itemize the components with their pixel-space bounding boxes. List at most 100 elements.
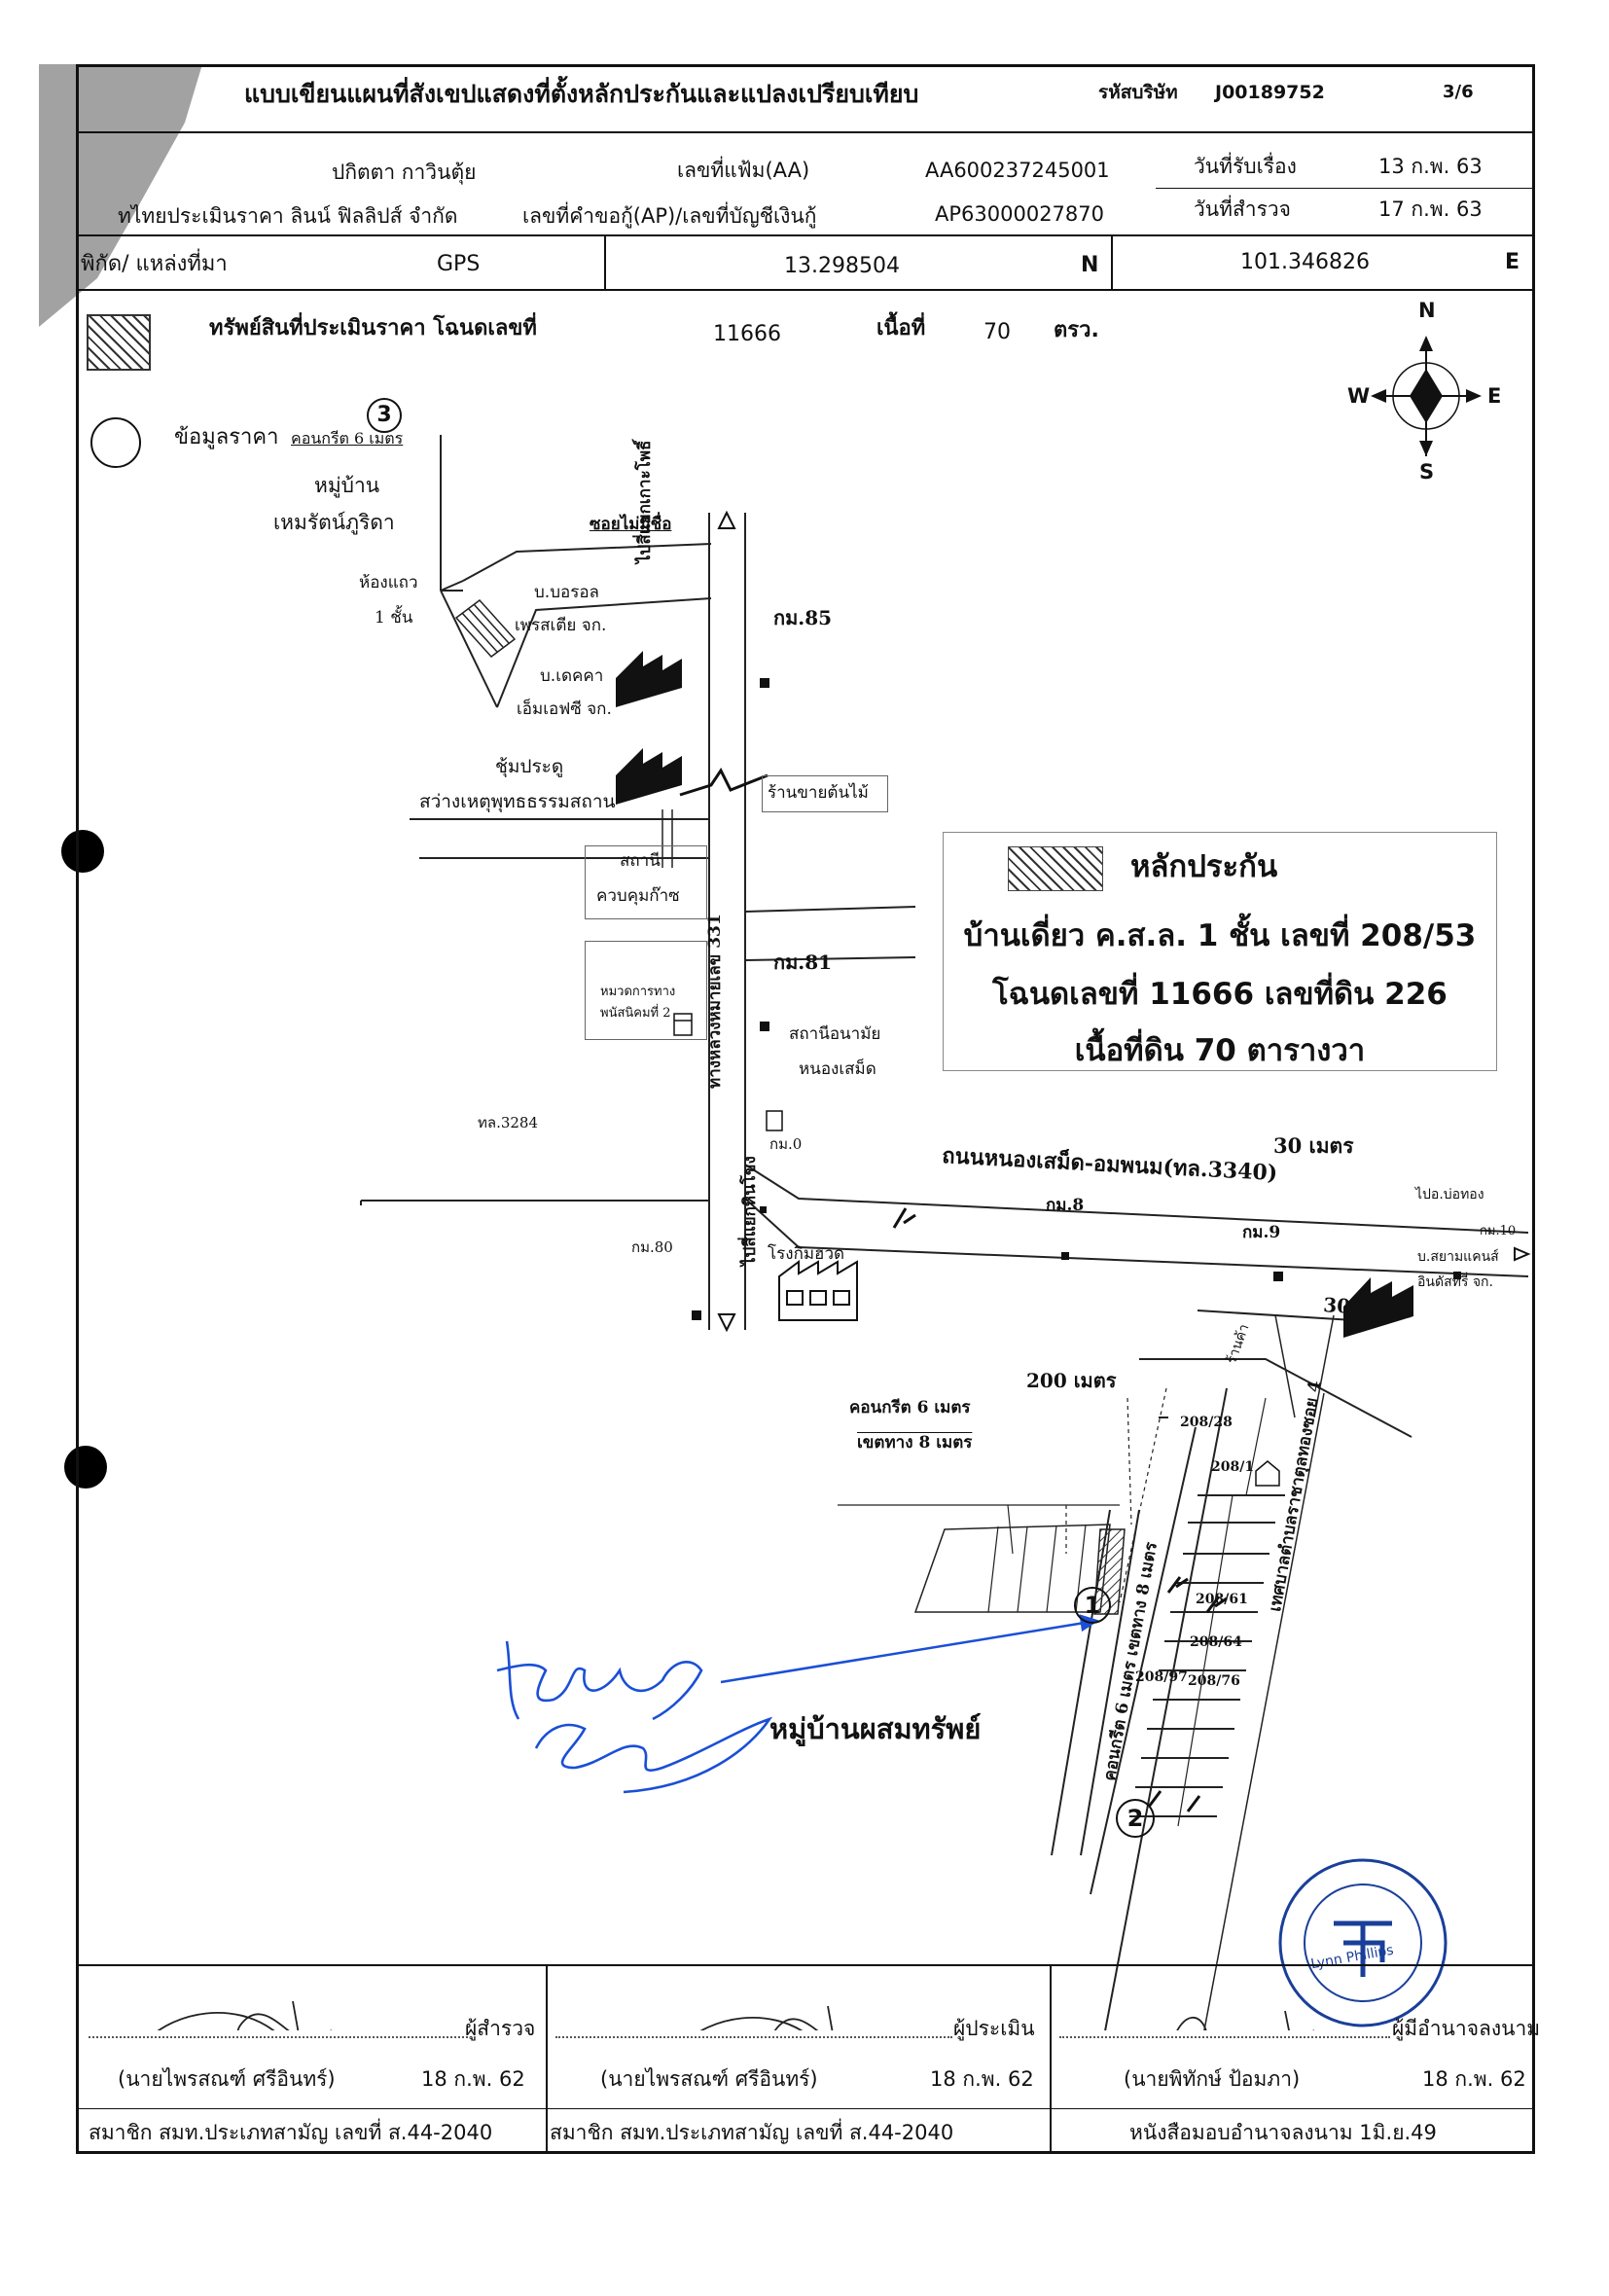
label-row-8m: เขตทาง 8 เมตร <box>857 1433 973 1453</box>
compass-west: W <box>1347 384 1371 408</box>
label-concrete6: คอนกรีต 6 เมตร <box>849 1398 971 1417</box>
compass-east: E <box>1487 384 1502 408</box>
label-sawang-temple: สว่างเหตุพุทธธรรมสถาน <box>419 791 616 812</box>
point-2-marker: 2 <box>1116 1799 1155 1838</box>
longitude: 101.346826 <box>1240 250 1370 274</box>
label-km9: กม.9 <box>1242 1223 1281 1242</box>
loan-no-label: เลขที่คำขอกู้(AP)/เลขที่บัญชีเงินกู้ <box>522 204 817 228</box>
label-kimhuad: โรงกิมฮวด <box>768 1244 845 1264</box>
plant-shop-box <box>762 775 888 812</box>
form-sheet: แบบเขียนแผนที่สังเขปแสดงที่ตั้งหลักประกั… <box>76 64 1540 2154</box>
longitude-dir: E <box>1505 250 1520 274</box>
price-info-label: ข้อมูลราคา <box>174 425 279 449</box>
label-chum-pradu: ชุ้มประดู <box>495 756 564 777</box>
loan-no: AP63000027870 <box>935 202 1104 226</box>
area-value: 70 <box>983 320 1011 344</box>
label-highways-unit-1: หมวดการทาง <box>600 985 676 999</box>
col1-member: สมาชิก สมท.ประเภทสามัญ เลขที่ ส.44-2040 <box>89 2121 493 2144</box>
row-house-icon <box>454 598 517 659</box>
col2-member: สมาชิก สมท.ประเภทสามัญ เลขที่ ส.44-2040 <box>550 2121 954 2144</box>
survey-date: 17 ก.พ. 63 <box>1378 197 1483 221</box>
label-h208-1: 208/1 <box>1211 1459 1255 1475</box>
label-to-hin-khong: ไปสี่แยกหินโขง <box>740 1156 760 1266</box>
label-km10: กม.10 <box>1480 1224 1517 1238</box>
deed-no: 11666 <box>713 322 781 346</box>
survey-label: วันที่สำรวจ <box>1194 197 1291 221</box>
col1-date: 18 ก.พ. 62 <box>421 2067 525 2091</box>
point-3-marker: 3 <box>367 398 402 433</box>
handwritten-signature <box>496 1640 773 1794</box>
label-concrete6-top: คอนกรีต 6 เมตร <box>291 429 404 448</box>
label-borel-1: บ.บอรอล <box>534 583 599 602</box>
collateral-hatch-legend <box>1008 846 1103 891</box>
dotted-line-1 <box>89 2036 468 2038</box>
dotted-line-3 <box>1059 2036 1390 2038</box>
price-info-circle <box>90 417 141 468</box>
signature-arrow <box>720 1614 1099 1684</box>
col3-role: ผู้มีอำนาจลงนาม <box>1392 2017 1541 2040</box>
collateral-line1: บ้านเดี่ยว ค.ส.ล. 1 ชั้น เลขที่ 208/53 <box>963 918 1477 953</box>
label-dekka-2: เอ็มเอฟซี จก. <box>517 700 612 719</box>
col3-date: 18 ก.พ. 62 <box>1422 2067 1526 2091</box>
collateral-box: หลักประกัน บ้านเดี่ยว ค.ส.ล. 1 ชั้น เลขท… <box>943 832 1497 1071</box>
label-to-bothong: ไปอ.บ่อทอง <box>1415 1187 1484 1202</box>
col3-member: หนังสือมอบอำนาจลงนาม 1มิ.ย.49 <box>1129 2121 1437 2144</box>
punch-hole-bottom <box>64 1446 107 1489</box>
col3-name: (นายพิทักษ์ ป้อมภา) <box>1124 2067 1301 2091</box>
label-highways-unit-2: พนัสนิคมที่ 2 <box>600 1006 671 1021</box>
col1-role: ผู้สำรวจ <box>465 2017 536 2040</box>
appraiser-company: ทไทยประเมินราคา ลินน์ ฟิลลิปส์ จำกัด <box>118 204 458 228</box>
col2-role: ผู้ประเมิน <box>953 2017 1035 2040</box>
black-signatures <box>157 2000 1314 2030</box>
collateral-line2: โฉนดเลขที่ 11666 เลขที่ดิน 226 <box>992 977 1448 1012</box>
file-no-label: เลขที่แฟ้ม(AA) <box>677 159 810 182</box>
label-village-phasom: หมู่บ้านผสมทรัพย์ <box>769 1712 982 1745</box>
label-h208-64: 208/64 <box>1190 1634 1242 1650</box>
label-health-1: สถานีอนามัย <box>789 1024 881 1044</box>
sketch-map <box>157 435 1531 2030</box>
asset-hatch-legend <box>87 314 151 371</box>
label-km81: กม.81 <box>773 951 833 974</box>
label-plant-shop: ร้านขายต้นไม้ <box>768 783 869 803</box>
label-row-house-1: ห้องแถว <box>359 573 418 592</box>
point-1-label: 1 <box>1084 1592 1101 1619</box>
form-title: แบบเขียนแผนที่สังเขปแสดงที่ตั้งหลักประกั… <box>244 80 919 108</box>
area-label: เนื้อที่ <box>876 316 926 341</box>
punch-hole-top <box>61 830 104 873</box>
road-break-symbols <box>679 768 1228 1812</box>
received-label: วันที่รับเรื่อง <box>1194 155 1297 178</box>
compass-icon <box>1371 336 1482 456</box>
col2-name: (นายไพรสณฑ์ ศรีอินทร์) <box>600 2067 818 2091</box>
collateral-title: หลักประกัน <box>1130 849 1278 884</box>
dotted-line-2 <box>555 2036 952 2038</box>
direction-arrows <box>717 510 1531 1333</box>
point-2-label: 2 <box>1126 1805 1144 1832</box>
kimhuad-factory-icon <box>778 1260 858 1321</box>
km-marker-icons <box>692 678 1461 1320</box>
page-number: 3/6 <box>1443 82 1474 102</box>
coords-label: พิกัด/ แหล่งที่มา <box>81 252 228 276</box>
label-dekka-1: บ.เดคคา <box>540 666 604 686</box>
label-km85: กม.85 <box>773 606 833 629</box>
label-siam-1: บ.สยามแคนส์ <box>1417 1249 1499 1265</box>
point-1-marker: 1 <box>1074 1587 1111 1624</box>
label-borel-2: เพรสเตีย จก. <box>515 616 607 635</box>
label-km80: กม.80 <box>631 1238 673 1256</box>
label-no-name-soi: ซอยไม่มีชื่อ <box>590 515 672 534</box>
company-stamp <box>1278 1858 1448 2027</box>
label-tl3284: ทล.3284 <box>478 1114 539 1131</box>
compass-north: N <box>1418 299 1436 322</box>
police-box <box>585 845 707 919</box>
received-date: 13 ก.พ. 63 <box>1378 155 1483 178</box>
label-highway-331: ทางหลวงหมายเลข 331 <box>705 914 725 1089</box>
label-to-koh-pho: ไปสี่แยกเกาะโพธิ์ <box>635 440 655 563</box>
label-h208-76: 208/76 <box>1188 1673 1240 1689</box>
highways-unit-box <box>585 941 707 1040</box>
label-h208-61: 208/61 <box>1196 1592 1248 1607</box>
file-no: AA600237245001 <box>925 159 1110 182</box>
customer-name: ปกิตตา กาวินตุ้ย <box>332 161 477 184</box>
label-village-hemrat-2: เหมรัตน์ภูริดา <box>273 511 395 534</box>
coords-source: GPS <box>437 252 481 276</box>
label-h208-28: 208/28 <box>1180 1415 1233 1430</box>
label-km0: กม.0 <box>769 1135 803 1153</box>
